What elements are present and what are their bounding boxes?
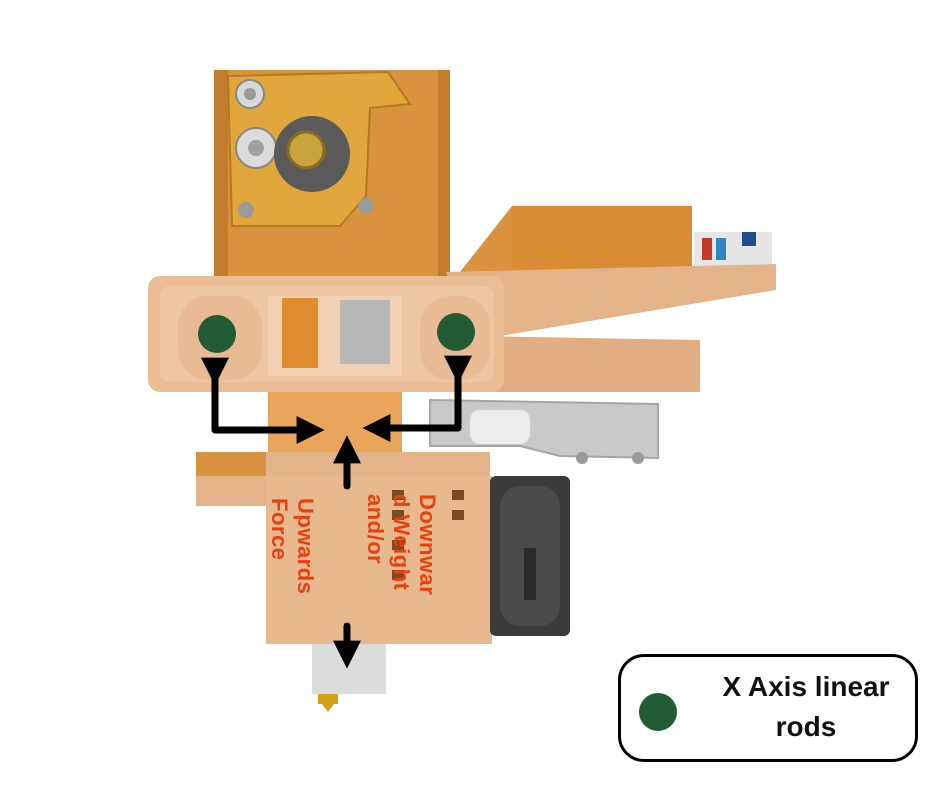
legend-box: X Axis linear rods (618, 654, 918, 762)
force-arrows (201, 355, 472, 669)
arrow-left-rod (201, 357, 325, 444)
upwards-force-label: Upwards Force (267, 498, 318, 595)
arrow-right-rod (362, 355, 472, 442)
cooling-fan (490, 476, 570, 636)
extruder-gear-assembly (226, 70, 412, 227)
legend-rod-icon (639, 693, 677, 731)
carriage-arm (446, 264, 776, 392)
x-axis-rod-right (437, 313, 475, 351)
legend-label: X Axis linear rods (722, 671, 890, 742)
fan-shroud (266, 476, 492, 644)
electronics-box (460, 206, 772, 272)
x-axis-rod-left (198, 315, 236, 353)
downward-weight-label: Downwar d Weight and/or (363, 494, 440, 596)
fan-bracket (429, 398, 659, 464)
